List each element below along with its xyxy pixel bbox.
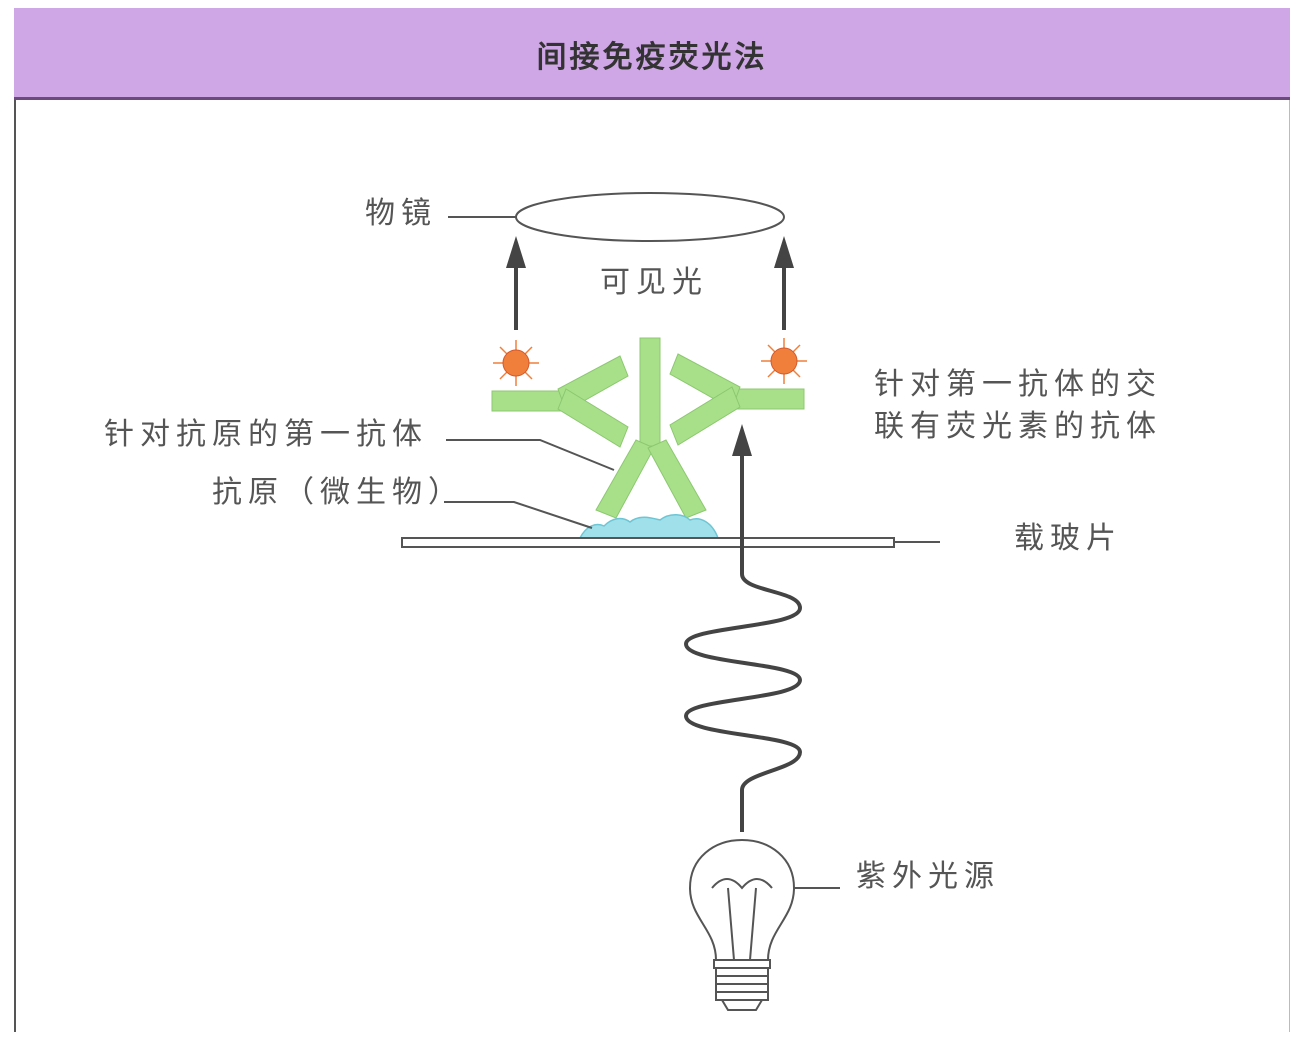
primary-antibody-leader <box>446 439 615 471</box>
header-band: 间接免疫荧光法 <box>14 8 1290 100</box>
fluorophore-right <box>761 338 807 384</box>
secondary-antibody-right <box>669 353 805 446</box>
visible-light-arrowhead-right <box>774 236 794 268</box>
label-objective: 物镜 <box>365 196 437 231</box>
visible-light-arrowhead-left <box>506 236 526 268</box>
antigen-microbe <box>578 514 720 539</box>
label-primary-antibody: 针对抗原的第一抗体 <box>104 417 428 452</box>
fluorophore-left <box>493 340 539 386</box>
uv-bulb-icon <box>688 838 796 1011</box>
label-slide: 载玻片 <box>1014 521 1122 556</box>
figure-title: 间接免疫荧光法 <box>536 40 768 75</box>
label-visible-light: 可见光 <box>600 265 708 300</box>
objective-lens <box>515 192 785 242</box>
label-antigen: 抗原（微生物） <box>212 475 464 510</box>
label-secondary-line1: 针对第一抗体的交 <box>874 367 1162 402</box>
primary-antibody <box>595 337 707 519</box>
secondary-antibody-left <box>491 355 629 448</box>
uv-wave <box>683 440 803 832</box>
label-secondary-line2: 联有荧光素的抗体 <box>874 409 1162 444</box>
label-uv-source: 紫外光源 <box>856 859 1000 894</box>
uv-arrowhead <box>732 424 752 456</box>
glass-slide <box>401 537 895 548</box>
antigen-leader <box>444 501 593 529</box>
